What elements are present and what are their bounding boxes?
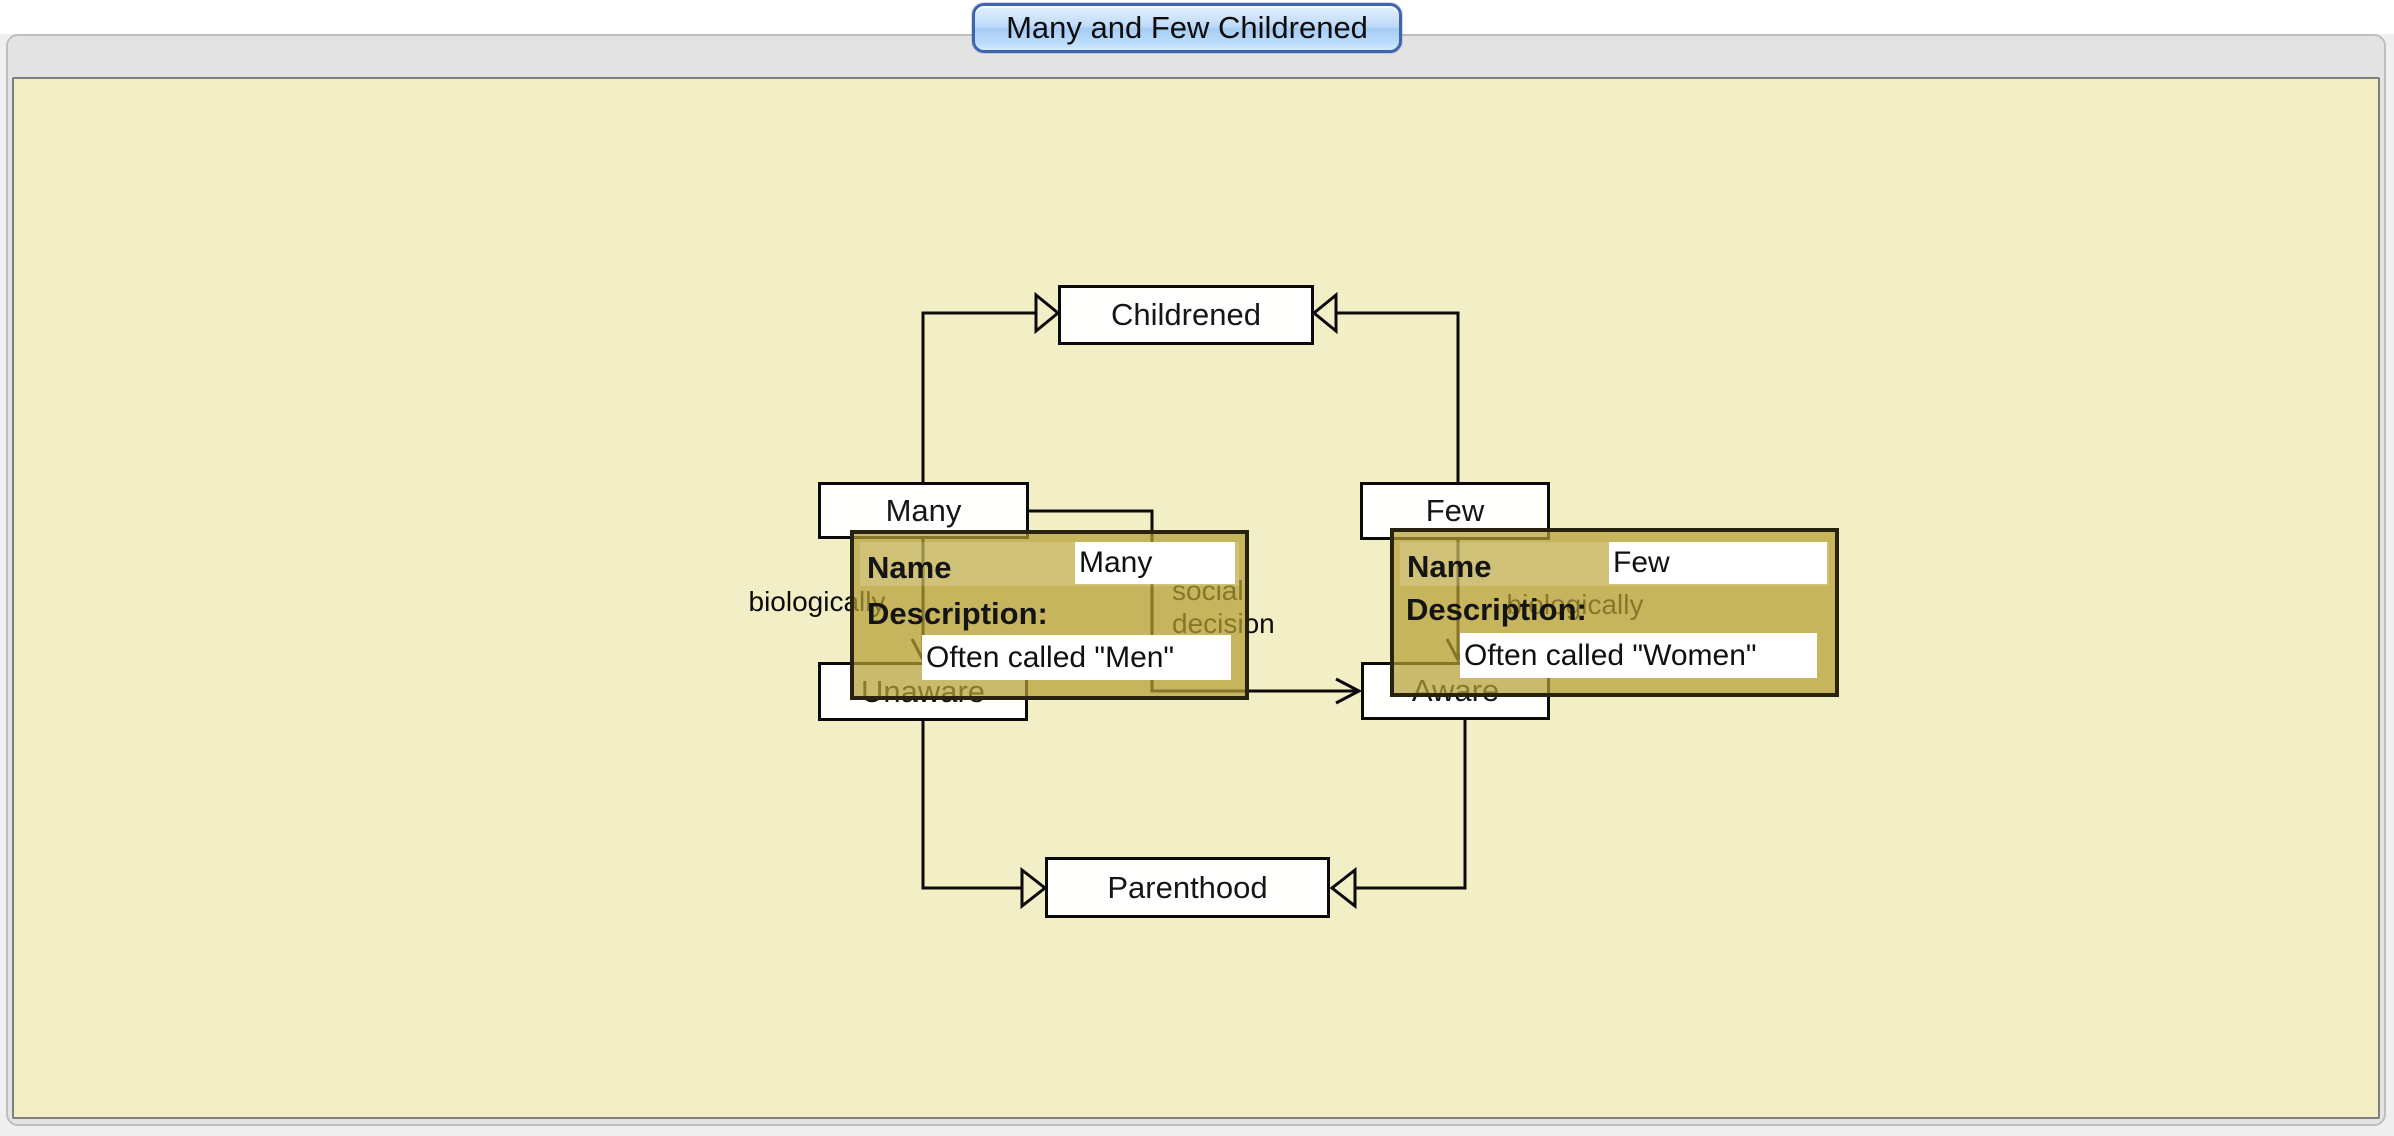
node-label: Few [1425, 493, 1485, 528]
open-arrowhead-icon [1335, 677, 1363, 705]
edge-few-childrened[interactable] [1336, 311, 1460, 482]
node-label: Parenthood [1107, 869, 1268, 905]
tooltip-few-properties: Name Description: [1390, 528, 1839, 697]
name-input-few[interactable] [1609, 542, 1827, 584]
edge-many-childrened[interactable] [921, 311, 1036, 482]
description-field-label: Description: [867, 596, 1048, 631]
description-input-many[interactable] [922, 635, 1231, 680]
edge-aware-parenthood[interactable] [1355, 720, 1467, 890]
description-field-label: Description: [1406, 592, 1587, 627]
node-parenthood[interactable]: Parenthood [1045, 857, 1330, 918]
description-input-few[interactable] [1460, 633, 1817, 678]
hollow-triangle-arrowhead-icon [1311, 291, 1338, 335]
name-field-label: Name [867, 550, 952, 585]
edge-unaware-parenthood[interactable] [921, 721, 1022, 890]
tab-many-and-few-childrened[interactable]: Many and Few Childrened [972, 3, 1402, 53]
tooltip-many-properties: Name Description: [850, 530, 1249, 700]
hollow-triangle-arrowhead-icon [1020, 866, 1048, 910]
node-many[interactable]: Many [818, 482, 1029, 539]
node-label: Many [885, 492, 962, 528]
node-childrened[interactable]: Childrened [1058, 285, 1314, 345]
node-label: Childrened [1111, 297, 1261, 332]
hollow-triangle-arrowhead-icon [1329, 866, 1357, 910]
name-field-label: Name [1407, 549, 1492, 584]
name-input-many[interactable] [1075, 542, 1235, 584]
tab-label: Many and Few Childrened [1006, 10, 1368, 45]
hollow-triangle-arrowhead-icon [1034, 291, 1061, 335]
